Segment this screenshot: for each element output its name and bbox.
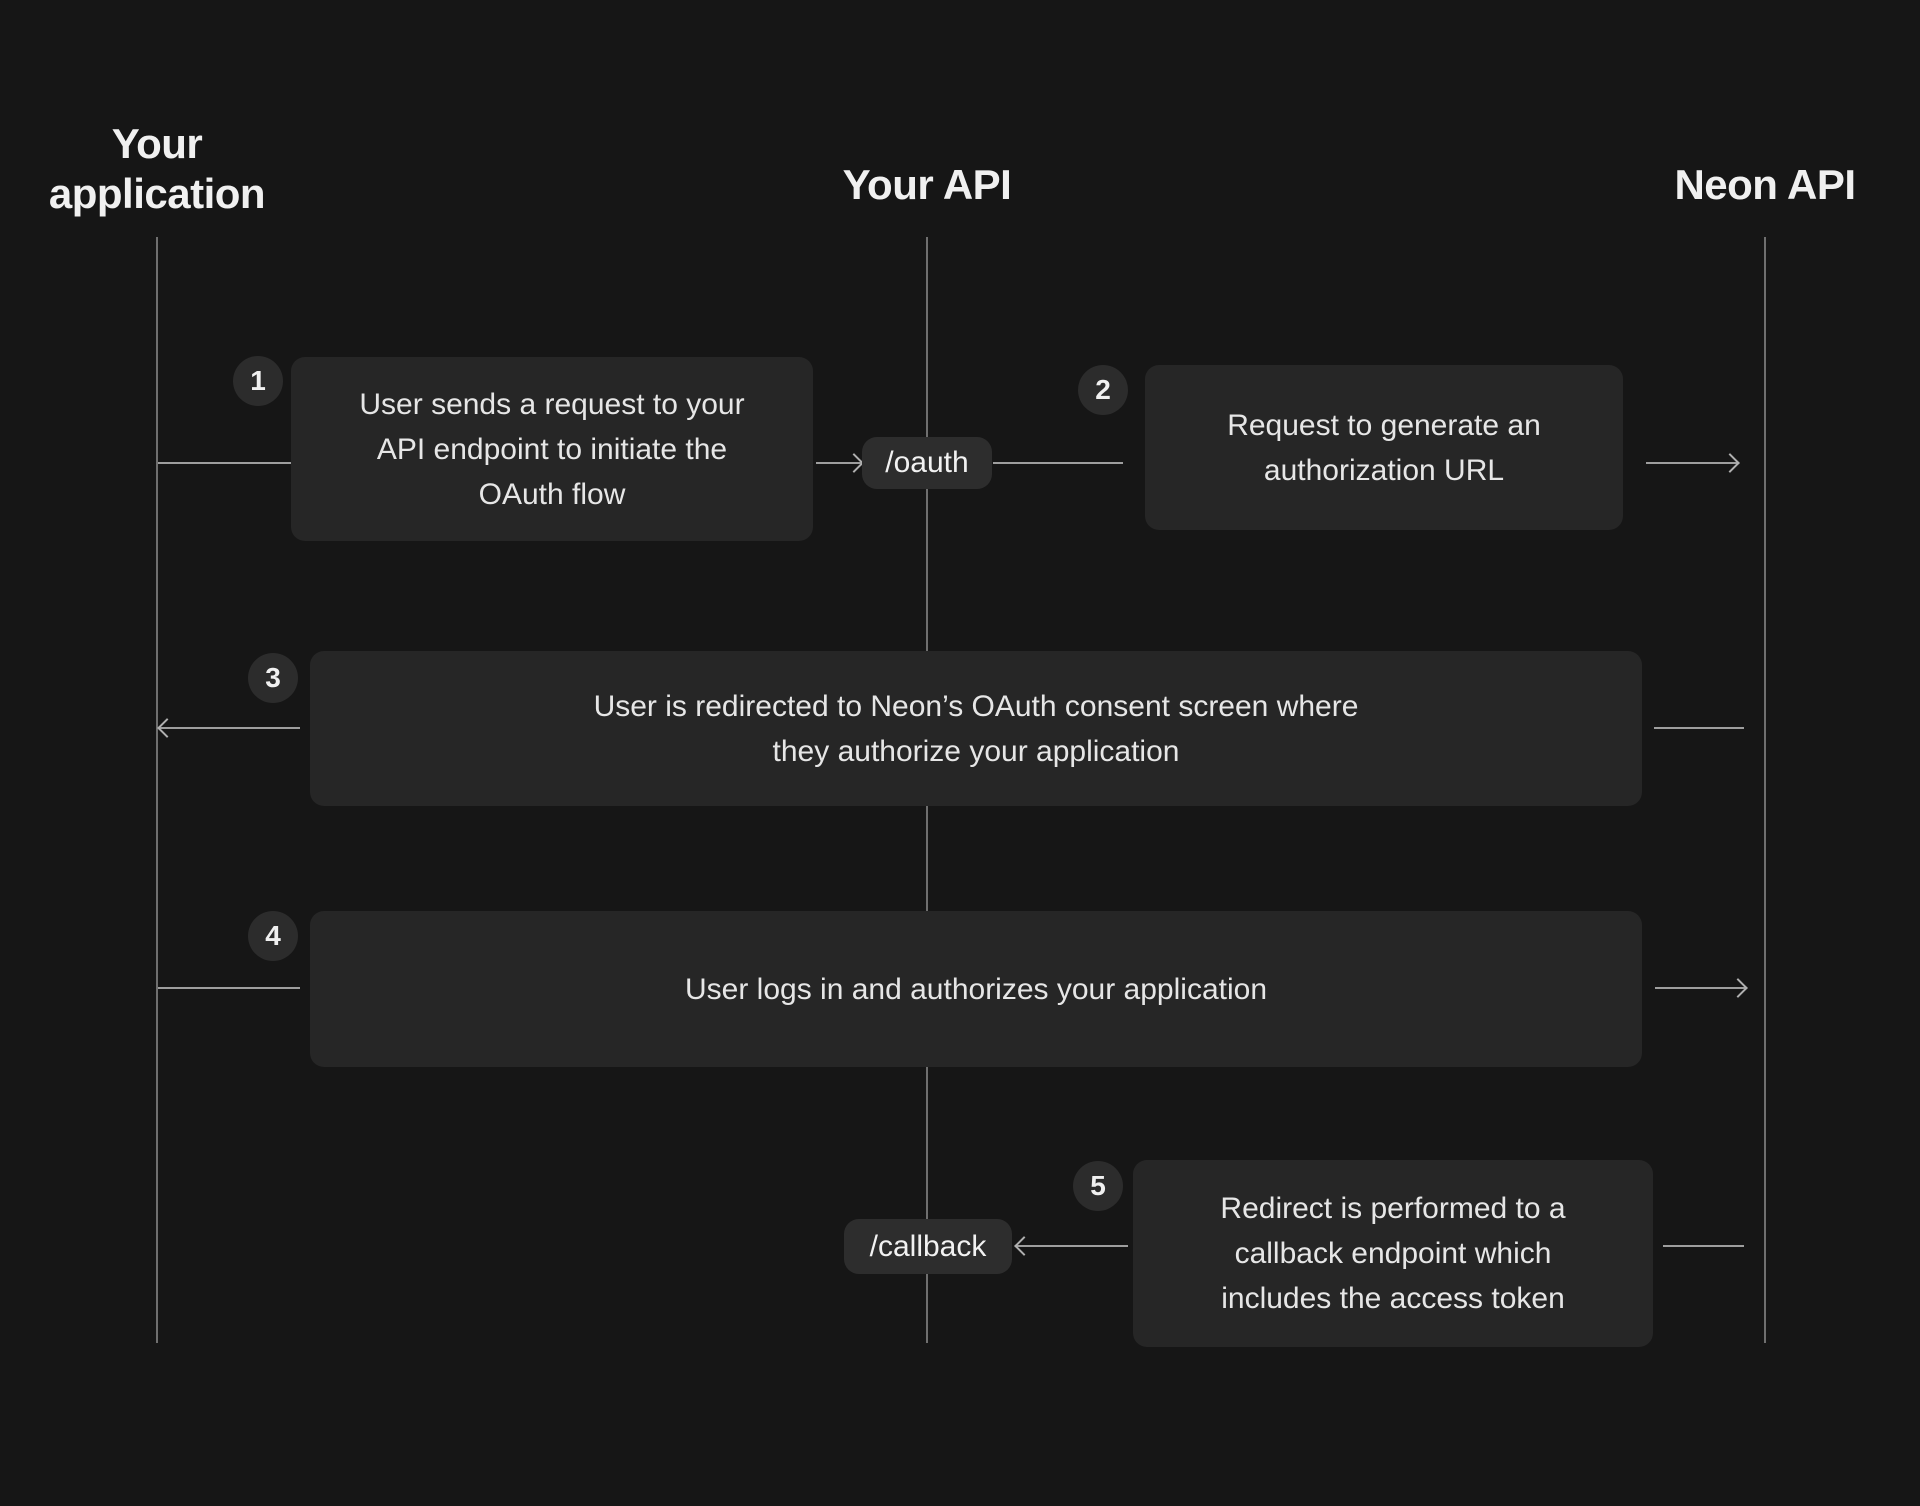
connector-step4-lane-to-box — [158, 987, 300, 989]
connector-oauth-to-step2-box — [993, 462, 1123, 464]
arrowhead-right-icon — [844, 453, 864, 473]
connector-step3-box-to-app — [157, 718, 300, 738]
connector-step3-neon-to-box — [1654, 727, 1744, 729]
step-badge-3: 3 — [248, 653, 298, 703]
step-box-2: Request to generate an authorization URL — [1145, 365, 1623, 530]
lane-header-your-api: Your API — [842, 161, 1012, 208]
connector-step5-box-to-callback — [1014, 1236, 1128, 1256]
connector-step4-box-to-neon — [1655, 978, 1748, 998]
step-badge-2: 2 — [1078, 365, 1128, 415]
lifeline-your-application — [156, 237, 158, 1343]
arrowhead-left-icon — [1014, 1236, 1034, 1256]
connector-step5-neon-to-box — [1663, 1245, 1744, 1247]
step-box-1: User sends a request to your API endpoin… — [291, 357, 813, 541]
step-box-3: User is redirected to Neon’s OAuth conse… — [310, 651, 1642, 806]
endpoint-pill-callback: /callback — [844, 1219, 1012, 1274]
arrowhead-right-icon — [1720, 453, 1740, 473]
step-badge-4: 4 — [248, 911, 298, 961]
lane-header-neon-api: Neon API — [1674, 161, 1856, 208]
lane-header-your-application: Your application — [48, 120, 266, 217]
lifeline-neon-api — [1764, 237, 1766, 1343]
step-badge-1: 1 — [233, 356, 283, 406]
endpoint-pill-oauth: /oauth — [862, 437, 992, 489]
arrowhead-left-icon — [157, 718, 177, 738]
step-box-4: User logs in and authorizes your applica… — [310, 911, 1642, 1067]
step-box-5: Redirect is performed to a callback endp… — [1133, 1160, 1653, 1347]
connector-step1-lane-to-box — [158, 462, 292, 464]
connector-step2-box-to-neon — [1646, 453, 1740, 473]
connector-step1-box-to-oauth — [816, 453, 864, 473]
step-badge-5: 5 — [1073, 1161, 1123, 1211]
arrowhead-right-icon — [1728, 978, 1748, 998]
